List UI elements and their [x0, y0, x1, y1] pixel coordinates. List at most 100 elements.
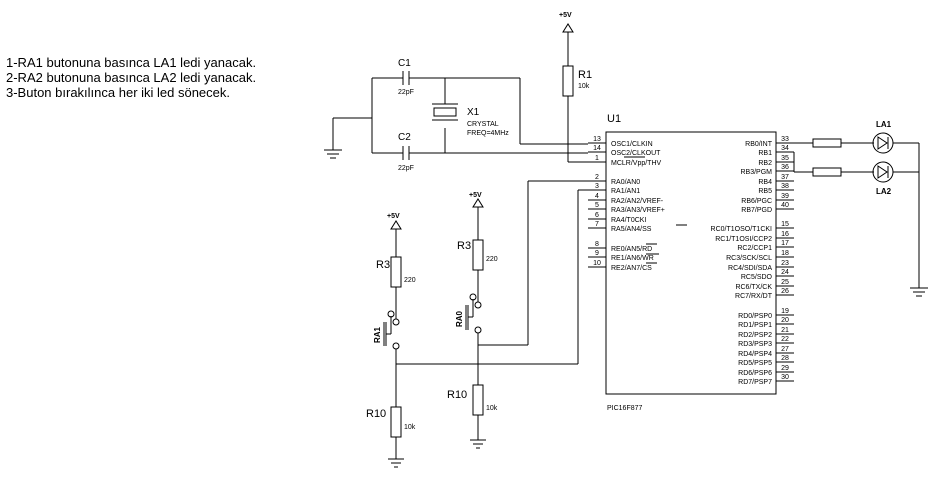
mcu-pin-number: 22 — [781, 336, 789, 343]
mcu-pin-number: 4 — [595, 193, 599, 200]
mcu-pin-name: RD0/PSP0 — [738, 313, 772, 320]
vcc-label: +5V — [559, 12, 572, 19]
mclr-pullup: +5V R1 10k — [559, 12, 592, 163]
mcu-pin-number: 18 — [781, 250, 789, 257]
r1-ref: R1 — [578, 69, 592, 81]
la2-label: LA2 — [876, 187, 892, 196]
ra0-label: RA0 — [455, 310, 464, 327]
mcu-pin-number: 23 — [781, 260, 789, 267]
mcu-pin-number: 20 — [781, 317, 789, 324]
mcu-pin-number: 13 — [593, 136, 601, 143]
mcu-pin-name: RA5/AN4/SS — [611, 226, 652, 233]
mcu-pin-name: RD4/PSP4 — [738, 351, 772, 358]
mcu-pin-number: 2 — [595, 174, 599, 181]
mcu-pin-number: 5 — [595, 202, 599, 209]
mcu-pin-name: RB3/PGM — [740, 169, 772, 176]
mcu-pin-number: 14 — [593, 145, 601, 152]
mcu-pin-number: 10 — [593, 260, 601, 267]
mcu-pin-name: RB5 — [758, 188, 772, 195]
ground-symbol — [388, 458, 404, 468]
mcu-pin-name: RE1/AN6/WR — [611, 255, 654, 262]
mcu-pin-number: 27 — [781, 346, 789, 353]
c1-ref: C1 — [398, 58, 411, 69]
ra1-label: RA1 — [373, 326, 382, 343]
mcu-pin-number: 15 — [781, 221, 789, 228]
mcu-pin-name: RC2/CCP1 — [737, 245, 772, 252]
mcu-pin-number: 24 — [781, 269, 789, 276]
button-ra0-circuit: +5V R3 220 RA0 R10 10k — [447, 180, 588, 449]
mcu-pin-number: 30 — [781, 374, 789, 381]
mcu-pin-number: 25 — [781, 279, 789, 286]
mcu-pin-name: RA3/AN3/VREF+ — [611, 207, 665, 214]
note-line-3: 3-Buton bırakılınca her iki led sönecek. — [6, 85, 231, 100]
mcu-pin-number: 40 — [781, 202, 789, 209]
mcu-pin-name: OSC2/CLKOUT — [611, 150, 661, 157]
resistor-r10a — [390, 406, 402, 438]
mcu-pin-name: RE0/AN5/RD — [611, 246, 652, 253]
mcu-pin-name: RD7/PSP7 — [738, 379, 772, 386]
x1-freq: FREQ=4MHz — [467, 130, 509, 137]
mcu-pin-number: 9 — [595, 250, 599, 257]
c2-ref: C2 — [398, 132, 411, 143]
led-la2 — [872, 161, 894, 183]
mcu-pin-number: 1 — [595, 155, 599, 162]
mcu-pin-number: 35 — [781, 155, 789, 162]
mcu-pin-name: RD2/PSP2 — [738, 332, 772, 339]
c1-value: 22pF — [398, 89, 414, 96]
mcu-pin-number: 38 — [781, 183, 789, 190]
mcu-pin-number: 21 — [781, 327, 789, 334]
mcu-body — [605, 131, 777, 395]
r10b-ref: R10 — [447, 389, 467, 401]
mcu-pin-number: 8 — [595, 241, 599, 248]
r3b-value: 220 — [486, 256, 498, 263]
ground-symbol — [470, 439, 486, 449]
resistor-r1 — [562, 65, 574, 97]
mcu-pin-name: RB1 — [758, 150, 772, 157]
capacitor-c1 — [402, 71, 410, 85]
vcc-label: +5V — [387, 213, 400, 220]
mcu-pin-name: RC7/RX/DT — [735, 293, 773, 300]
note-line-2: 2-RA2 butonuna basınca LA2 ledi yanacak. — [6, 70, 257, 85]
mcu-pin-name: RA2/AN2/VREF- — [611, 198, 664, 205]
vcc-label: +5V — [469, 192, 482, 199]
mcu-pin-number: 3 — [595, 183, 599, 190]
mcu-pin-name: OSC1/CLKIN — [611, 141, 653, 148]
r10b-value: 10k — [486, 405, 498, 412]
mcu-pin-number: 28 — [781, 355, 789, 362]
mcu-pin-number: 19 — [781, 308, 789, 315]
mcu-pin-number: 26 — [781, 288, 789, 295]
mcu-pin-name: RB2 — [758, 160, 772, 167]
mcu-pin-number: 37 — [781, 174, 789, 181]
x1-ref: X1 — [467, 107, 480, 118]
mcu-pin-name: RB4 — [758, 179, 772, 186]
resistor-r10b — [472, 384, 484, 416]
mcu-pin-name: RC1/T1OSI/CCP2 — [715, 236, 772, 243]
mcu-pin-name: RC4/SDI/SDA — [728, 265, 772, 272]
oscillator-circuit: C1 22pF C2 22pF X1 CRYSTAL FREQ=4MHz — [324, 58, 588, 172]
mcu-pin-name: RD5/PSP5 — [738, 360, 772, 367]
la1-label: LA1 — [876, 120, 892, 129]
vcc-symbol — [472, 198, 484, 240]
vcc-symbol — [562, 23, 574, 66]
pushbutton-ra0[interactable] — [465, 293, 482, 334]
pushbutton-ra1[interactable] — [383, 310, 400, 350]
instruction-notes: 1-RA1 butonuna basınca LA1 ledi yanacak.… — [6, 55, 256, 100]
mcu-pin-name: MCLR/Vpp/THV — [611, 160, 662, 167]
r3b-ref: R3 — [457, 240, 471, 252]
resistor-r3a — [390, 256, 402, 288]
mcu-pin-name: RB6/PGC — [741, 198, 772, 205]
mcu-pin-number: 36 — [781, 164, 789, 171]
ground-symbol — [910, 287, 928, 297]
mcu-pin-name: RA4/T0CKI — [611, 217, 646, 224]
vcc-symbol — [390, 220, 402, 257]
led-circuit: LA1 LA2 — [793, 120, 928, 297]
mcu-pin-name: RD6/PSP6 — [738, 370, 772, 377]
mcu-pin-number: 6 — [595, 212, 599, 219]
mcu-pin-name: RC0/T1OSO/T1CKI — [711, 226, 773, 233]
mcu-pin-name: RB0/INT — [745, 141, 773, 148]
x1-type: CRYSTAL — [467, 121, 499, 128]
mcu-pin-number: 34 — [781, 145, 789, 152]
mcu-pin-name: RD1/PSP1 — [738, 322, 772, 329]
